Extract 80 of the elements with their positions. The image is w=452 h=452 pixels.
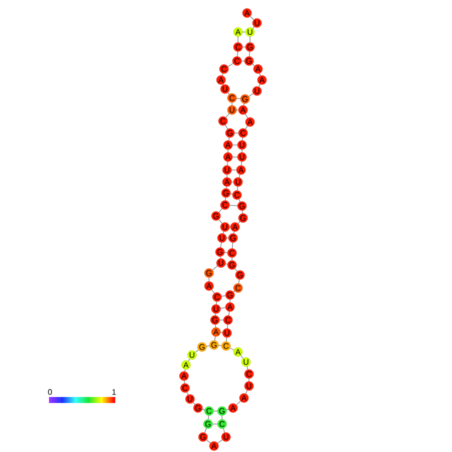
backbone-line — [215, 324, 216, 328]
base-pair-line — [242, 46, 246, 48]
base-pair-line — [218, 345, 222, 346]
backbone-line — [232, 242, 233, 249]
backbone-line — [226, 174, 228, 178]
backbone-line — [242, 137, 243, 141]
backbone-line — [246, 366, 248, 370]
backbone-line — [202, 408, 205, 410]
backbone-line — [208, 277, 210, 282]
backbone-line — [214, 336, 216, 341]
backbone-line — [248, 378, 250, 382]
backbone-line — [186, 392, 188, 396]
backbone-line — [218, 208, 222, 213]
backbone-line — [217, 440, 223, 444]
backbone-line — [238, 198, 240, 202]
backbone-line — [226, 186, 227, 189]
base-pair-line — [232, 156, 238, 158]
backbone-line — [228, 137, 230, 141]
scale-label: 0 — [48, 389, 52, 395]
backbone-line — [226, 337, 227, 342]
base-pair-line — [221, 295, 226, 297]
backbone-line — [230, 348, 234, 350]
backbone-line — [250, 16, 254, 20]
base-pair-line — [241, 60, 245, 62]
backbone-line — [238, 174, 240, 178]
backbone-line — [233, 290, 235, 292]
backbone-line — [184, 380, 185, 384]
base-pair-line — [236, 98, 241, 99]
backbone-line — [259, 73, 261, 76]
backbone-line — [211, 290, 215, 294]
backbone-line — [252, 26, 254, 29]
backbone-line — [248, 93, 254, 97]
base-pair-line — [232, 144, 238, 146]
scale-label: 1 — [112, 389, 116, 395]
backbone-line — [192, 402, 196, 405]
backbone-line — [237, 51, 238, 57]
backbone-line — [236, 400, 241, 406]
backbone-line — [225, 197, 226, 201]
backbone-line — [240, 355, 244, 359]
backbone-line — [206, 440, 211, 444]
backbone-line — [222, 231, 224, 234]
backbone-line — [226, 113, 230, 118]
backbone-line — [234, 268, 238, 272]
backbone-line — [223, 428, 225, 433]
backbone-line — [245, 126, 248, 130]
backbone-line — [195, 350, 199, 352]
backbone-line — [238, 279, 240, 284]
backbone-line — [238, 221, 240, 224]
backbone-line — [226, 408, 229, 410]
backbone-line — [249, 51, 250, 57]
base-pair-line — [229, 205, 238, 206]
base-pair-line — [220, 307, 226, 309]
backbone-line — [228, 92, 230, 95]
backbone-line — [220, 256, 221, 259]
backbone-line — [242, 210, 243, 214]
backbone-line — [228, 63, 234, 67]
backbone-line — [225, 124, 228, 130]
base-pair-line — [234, 132, 239, 134]
base-pair-line — [220, 332, 223, 333]
backbone-line — [258, 84, 260, 88]
backbone-line — [204, 428, 207, 433]
backbone-line — [208, 415, 209, 420]
backbone-line — [212, 266, 218, 270]
backbone-line — [222, 73, 224, 76]
backbone-line — [228, 311, 230, 316]
base-pair-line — [224, 252, 228, 253]
backbone-line — [237, 186, 238, 191]
backbone-line — [188, 358, 190, 362]
base-pair-line — [213, 410, 218, 412]
backbone-line — [218, 219, 222, 224]
backbone-line — [245, 114, 248, 118]
backbone-line — [241, 161, 242, 166]
backbone-line — [227, 324, 228, 329]
backbone-line — [215, 313, 216, 316]
backbone-line — [246, 390, 248, 394]
backbone-line — [227, 161, 228, 166]
backbone-line — [184, 369, 186, 372]
backbone-line — [252, 64, 255, 66]
backbone-line — [220, 242, 222, 248]
backbone-line — [216, 301, 217, 305]
